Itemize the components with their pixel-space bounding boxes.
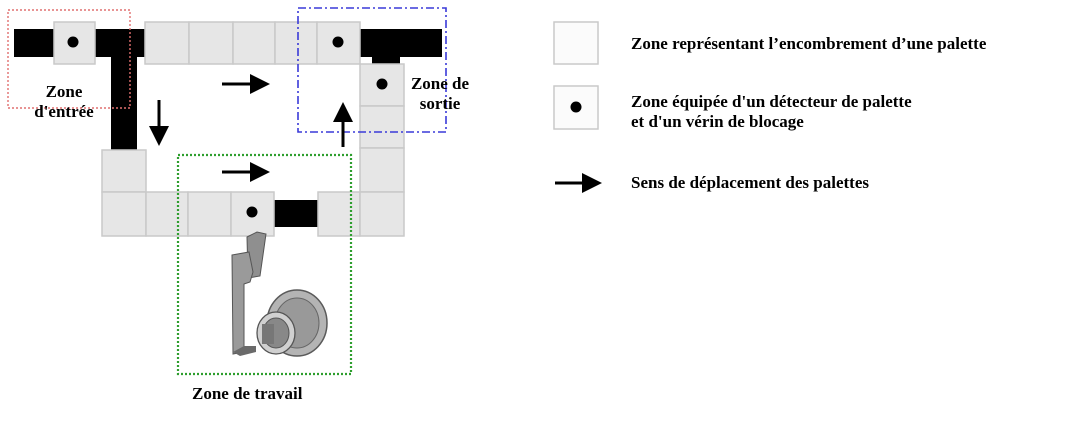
entry-zone-label: Zone d'entrée [16,82,112,122]
legend-direction-text: Sens de déplacement des palettes [631,173,869,192]
pallet-cell [230,191,275,237]
pallet-cell [145,191,189,237]
detector-dot-exit [332,36,344,48]
pallet-cell [144,21,190,65]
conveyor-segment-right-vertical [372,29,400,65]
detector-dot-right [376,78,388,90]
exit-zone-label-line1: Zone de [410,74,470,93]
pallet-cell [317,191,361,237]
legend-detector-dot [570,101,582,113]
work-zone-label: Zone de travail [192,384,303,403]
pallet-cells [53,21,405,237]
arrow-right-bottom [222,162,270,182]
entry-zone-border [7,9,131,109]
entry-zone-label-line1: Zone [45,82,83,101]
conveyor-segment-top-left [14,29,54,57]
pallet-cell [359,147,405,193]
entry-zone-label-line2: d'entrée [34,102,94,121]
direction-arrows [149,74,602,193]
detector-dot-work [246,206,258,218]
pallet-cell [274,21,318,65]
exit-zone-border [297,7,447,133]
pallet-cell [101,191,147,237]
conveyor-track [14,29,442,227]
exit-zone-label: Zone de sortie [402,74,478,114]
pallet-cell [359,191,405,237]
arrow-right-top [222,74,270,94]
robot-icon [231,231,328,357]
pallet-cell [101,149,147,193]
pallet-cell [359,105,405,149]
legend-pallet-text: Zone représentant l’encombrement d’une p… [631,34,987,53]
legend-detector-line2: et d'un vérin de blocage [631,112,804,131]
detector-dot-entry [67,36,79,48]
arrow-down-left [149,100,169,146]
legend-detector-text: Zone équipée d'un détecteur de palette e… [631,92,912,132]
arrow-legend-direction [555,173,602,193]
exit-zone-label-line2: sortie [419,94,461,113]
legend-detector-line1: Zone équipée d'un détecteur de palette [631,92,912,111]
legend-pallet-cell [553,21,599,65]
conveyor-segment-bottom [274,200,318,227]
arrow-up-right [333,102,353,147]
detector-dots [67,36,388,218]
pallet-cell [187,191,232,237]
conveyor-segment-vertical [111,29,137,150]
pallet-cell [188,21,234,65]
pallet-cell [232,21,276,65]
